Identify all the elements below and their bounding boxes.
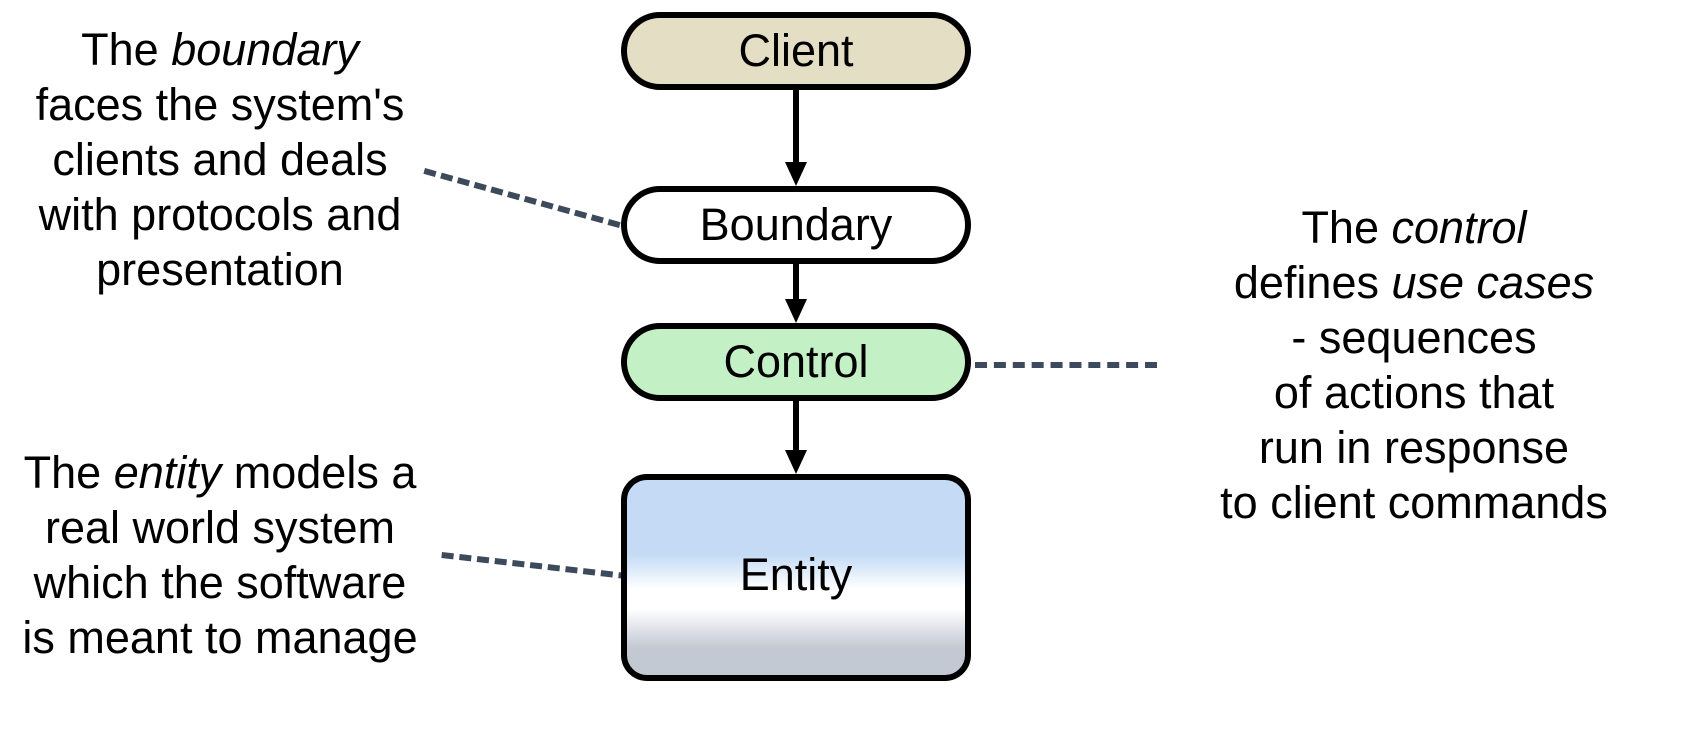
node-boundary[interactable]: Boundary — [621, 186, 971, 264]
arrow-shaft — [793, 264, 799, 299]
annotation-boundary: The boundary faces the system's clients … — [0, 22, 440, 297]
arrow-head-icon — [785, 299, 807, 323]
node-control-label: Control — [723, 336, 869, 387]
node-control[interactable]: Control — [621, 323, 971, 401]
arrow-head-icon — [785, 450, 807, 474]
node-entity[interactable]: Entity — [621, 474, 971, 681]
arrow-boundary-to-control — [785, 264, 807, 323]
annotation-control-emphasis: control — [1391, 202, 1527, 253]
annotation-control-emphasis-2: use cases — [1391, 257, 1595, 308]
node-client-label: Client — [738, 25, 854, 76]
annotation-boundary-lead: The — [81, 24, 172, 75]
node-entity-label: Entity — [739, 549, 853, 600]
annotation-entity-lead: The — [23, 447, 114, 498]
arrow-control-to-entity — [785, 401, 807, 474]
arrow-head-icon — [785, 162, 807, 186]
leader-line-entity — [441, 552, 631, 580]
leader-line-control — [975, 362, 1157, 368]
arrow-client-to-boundary — [785, 90, 807, 186]
annotation-boundary-rest: faces the system's clients and deals wit… — [35, 79, 405, 295]
annotation-control-rest: - sequences of actions that run in respo… — [1220, 312, 1608, 528]
node-boundary-label: Boundary — [699, 199, 893, 250]
annotation-control-mid: defines — [1233, 257, 1379, 308]
annotation-control: The control defines use cases - sequence… — [1146, 200, 1682, 530]
node-client[interactable]: Client — [621, 12, 971, 90]
arrow-shaft — [793, 90, 799, 162]
annotation-control-lead: The — [1301, 202, 1392, 253]
annotation-boundary-emphasis: boundary — [171, 24, 359, 75]
leader-line-boundary — [423, 168, 621, 229]
annotation-entity-emphasis: entity — [113, 447, 222, 498]
annotation-entity: The entity models a real world system wh… — [0, 445, 440, 665]
annotation-entity-rest: models a real world system which the sof… — [22, 447, 418, 663]
arrow-shaft — [793, 401, 799, 450]
